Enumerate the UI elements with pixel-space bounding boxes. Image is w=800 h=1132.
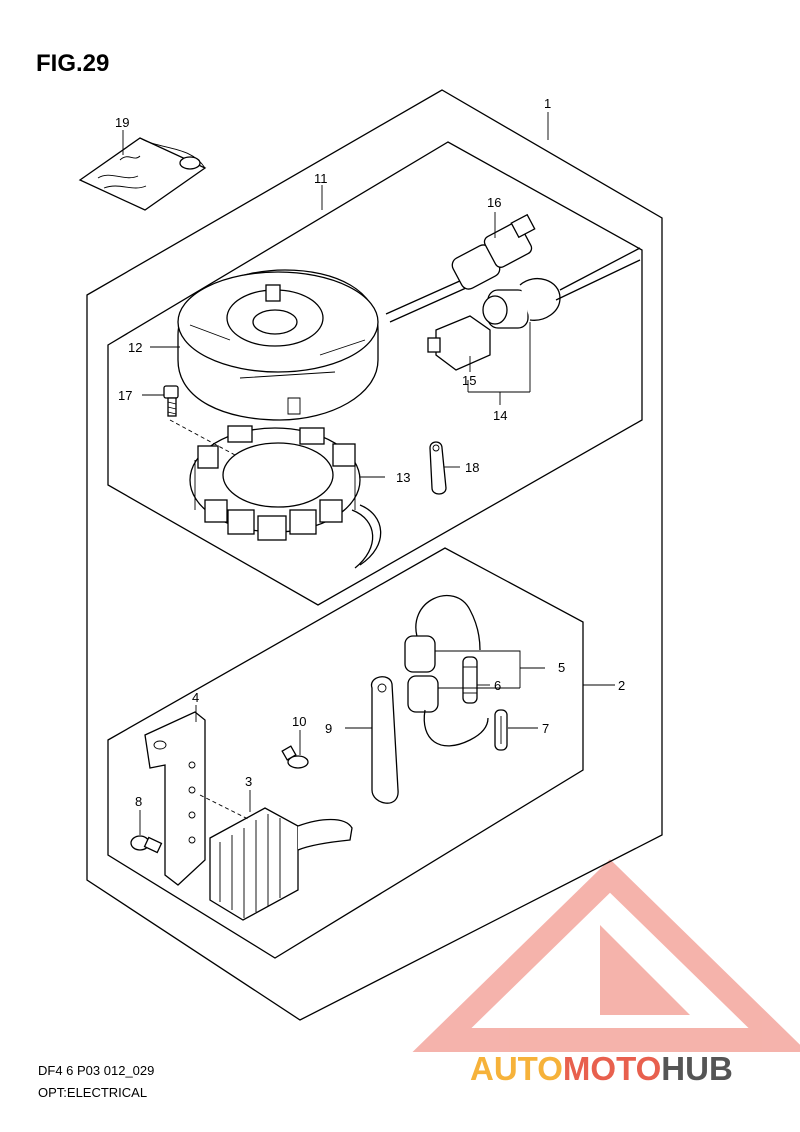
callout-16: 16 [487, 195, 501, 210]
callout-5: 5 [558, 660, 565, 675]
callout-19: 19 [115, 115, 129, 130]
watermark-part-2: MOTO [563, 1050, 661, 1087]
part-8-bolt [130, 835, 163, 854]
part-16-connector [385, 213, 536, 323]
callout-2: 2 [618, 678, 625, 693]
figure-subtitle: OPT:ELECTRICAL [38, 1085, 148, 1100]
callout-14: 14 [493, 408, 507, 423]
leader-lines [122, 112, 615, 835]
outer-assembly-box [86, 89, 663, 1021]
part-6-fuse [462, 656, 478, 704]
part-7-clip [494, 709, 508, 751]
callout-10: 10 [292, 714, 306, 729]
callout-6: 6 [494, 678, 501, 693]
part-5-fuse-holder [404, 594, 489, 747]
callout-4: 4 [192, 690, 199, 705]
figure-code: DF4 6 P03 012_029 [38, 1063, 155, 1078]
callout-7: 7 [542, 721, 549, 736]
watermark-part-1: AUTO [470, 1050, 563, 1087]
figure-title: FIG.29 [36, 50, 110, 77]
callout-18: 18 [465, 460, 479, 475]
callout-labels: 1 2 3 4 5 6 7 8 9 10 11 12 13 14 15 16 1… [115, 96, 625, 809]
construction-lines [169, 419, 251, 821]
callout-8: 8 [135, 794, 142, 809]
svg-text:AUTOMOTOHUB: AUTOMOTOHUB [470, 1050, 733, 1087]
part-18-clip [429, 441, 447, 495]
part-15-connector [427, 247, 641, 371]
watermark-logo [412, 859, 800, 1052]
callout-11: 11 [314, 171, 328, 186]
part-10-screw [281, 745, 309, 769]
watermark-text: AUTOMOTOHUB [470, 1050, 733, 1087]
callout-9: 9 [325, 721, 332, 736]
assembly-box-2 [107, 547, 584, 959]
part-17-bolt [163, 385, 179, 417]
inner-assembly-box-11 [107, 141, 643, 606]
part-9-clamp [370, 676, 399, 804]
part-19-bag [78, 137, 207, 211]
callout-3: 3 [245, 774, 252, 789]
watermark-part-3: HUB [661, 1050, 733, 1087]
callout-12: 12 [128, 340, 142, 355]
part-4-bracket [144, 711, 206, 886]
callout-17: 17 [118, 388, 132, 403]
part-13-stator [189, 425, 382, 569]
callout-15: 15 [462, 373, 476, 388]
callout-13: 13 [396, 470, 410, 485]
part-3-regulator [209, 807, 353, 921]
part-12-flywheel [177, 269, 379, 421]
callout-1: 1 [544, 96, 551, 111]
